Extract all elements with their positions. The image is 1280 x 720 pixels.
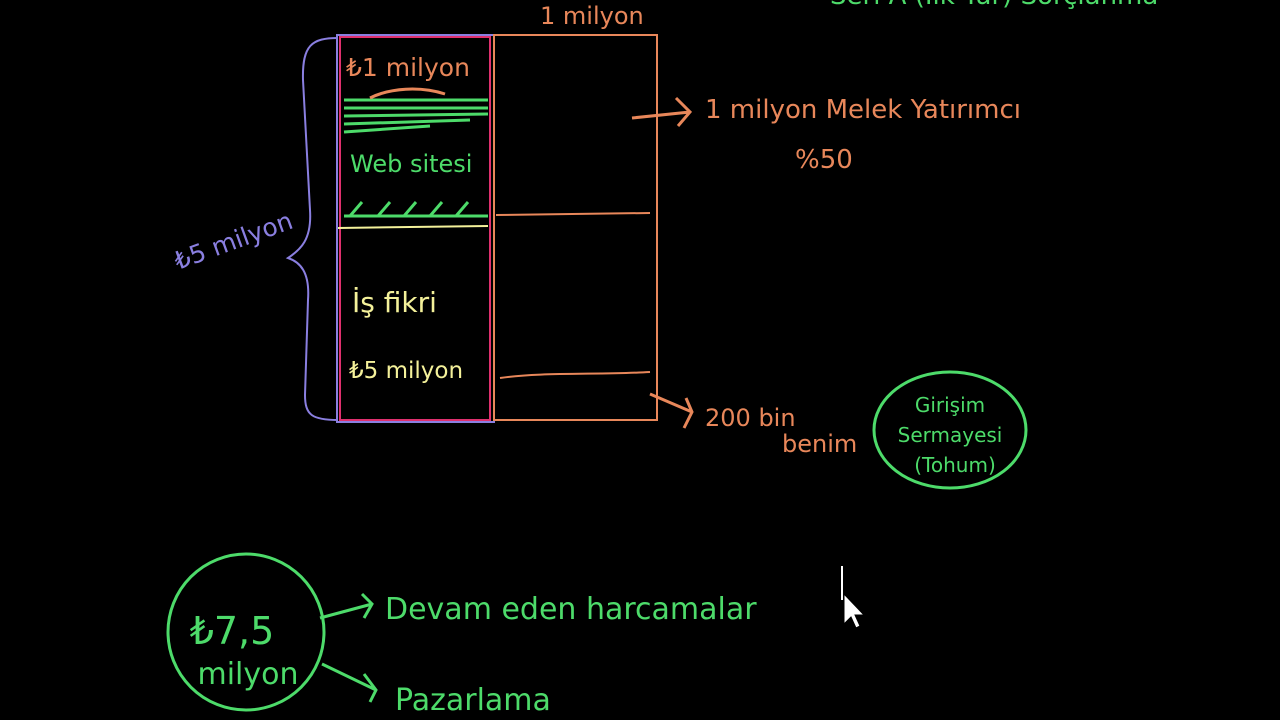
spending-label: Devam eden harcamalar xyxy=(385,592,757,627)
marketing-arrow xyxy=(321,662,378,703)
mine-amount: 200 bin xyxy=(705,404,796,432)
left-brace xyxy=(285,37,339,421)
left-top-label: ₺1 milyon xyxy=(346,53,470,82)
spending-arrow xyxy=(319,592,374,620)
idea-label: İş fikri xyxy=(352,286,437,319)
seed-line-2: Sermayesi xyxy=(898,423,1003,447)
brace-label: ₺5 milyon xyxy=(170,206,296,276)
website-bottom-line xyxy=(337,225,489,229)
seed-bubble xyxy=(872,370,1028,490)
angel-arrow xyxy=(631,96,693,127)
seed-line-3: (Tohum) xyxy=(914,453,996,477)
mine-arrow xyxy=(649,392,694,429)
total-unit: milyon xyxy=(197,657,298,692)
angel-percent: %50 xyxy=(795,145,853,175)
website-hatch xyxy=(343,98,489,218)
mouse-pointer-icon xyxy=(843,592,866,629)
right-column-divider-2 xyxy=(499,371,651,379)
seed-line-1: Girişim xyxy=(915,393,985,417)
angel-label: 1 milyon Melek Yatırımcı xyxy=(705,95,1021,125)
right-column-box xyxy=(493,34,658,421)
total-amount: ₺7,5 xyxy=(190,609,275,653)
header-amount: 1 milyon xyxy=(540,2,644,30)
header-title: Seri A (İlk Tur) Sorçlanma xyxy=(830,0,1158,11)
mine-label: benim xyxy=(782,430,857,458)
right-column-divider-1 xyxy=(495,212,651,216)
total-circle xyxy=(166,552,326,712)
website-top-scribble xyxy=(369,87,446,100)
website-label: Web sitesi xyxy=(350,150,472,178)
idea-value-label: ₺5 milyon xyxy=(349,358,463,384)
marketing-label: Pazarlama xyxy=(395,683,551,718)
